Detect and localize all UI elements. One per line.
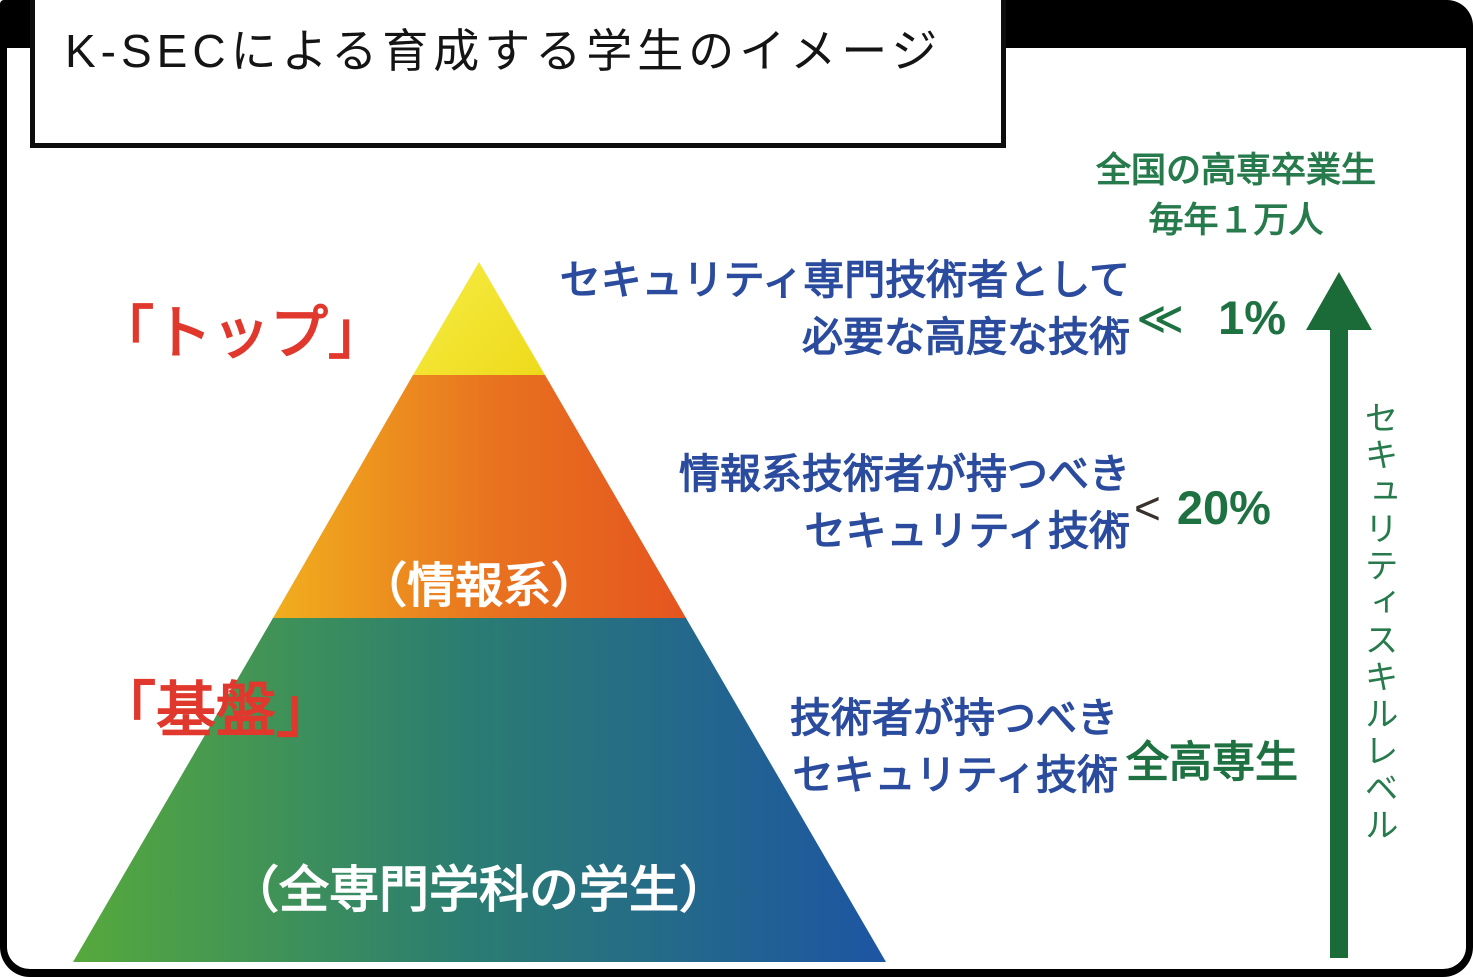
side-label-top: 「トップ」	[96, 301, 387, 366]
graduates-note-line1: 全国の高専卒業生	[1095, 151, 1376, 190]
description-middle: 情報系技術者が持つべき セキュリティ技術	[679, 446, 1130, 561]
ratio-middle: < 20%	[1134, 480, 1271, 535]
side-label-base: 「基盤」	[96, 677, 336, 744]
page-title: K-SECによる育成する学生のイメージ	[65, 25, 943, 77]
description-base-line2: セキュリティ技術	[792, 752, 1118, 799]
graduates-note: 全国の高専卒業生 毎年１万人	[1080, 146, 1392, 245]
ratio-top-value: 1%	[1218, 291, 1287, 344]
description-base: 技術者が持つべき セキュリティ技術	[790, 690, 1118, 805]
ratio-middle-value: 20%	[1176, 481, 1271, 534]
description-middle-line2: セキュリティ技術	[804, 508, 1130, 555]
less-than-symbol: <	[1134, 482, 1161, 534]
description-middle-line1: 情報系技術者が持つべき	[679, 451, 1130, 497]
ratio-base: 全高専生	[1126, 728, 1298, 790]
ratio-base-value: 全高専生	[1126, 739, 1298, 787]
description-top-line1: セキュリティ専門技術者として	[559, 257, 1130, 303]
band-label-base: （全専門学科の学生）	[229, 862, 729, 918]
skill-arrow-shaft	[1330, 326, 1348, 958]
skill-axis-label: セキュリティスキルレベル	[1359, 400, 1397, 844]
skills-pyramid: （情報系） （全専門学科の学生）	[73, 262, 886, 962]
graduates-note-line2: 毎年１万人	[1148, 200, 1324, 240]
band-label-middle: （情報系）	[358, 560, 600, 613]
description-top: セキュリティ専門技術者として 必要な高度な技術	[560, 252, 1130, 367]
ratio-top: ≪ 1%	[1136, 290, 1286, 345]
much-less-than-symbol: ≪	[1136, 292, 1185, 344]
pyramid-band-top	[413, 262, 545, 375]
title-box: K-SECによる育成する学生のイメージ	[30, 0, 1006, 148]
description-top-line2: 必要な高度な技術	[802, 314, 1130, 361]
description-base-line1: 技術者が持つべき	[790, 695, 1118, 741]
